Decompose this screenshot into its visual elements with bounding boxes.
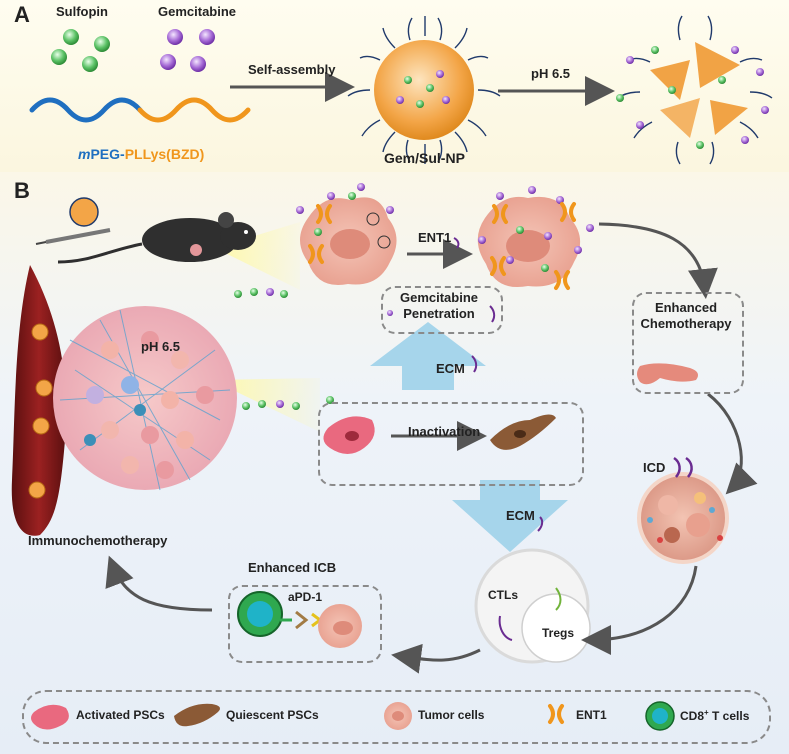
enh-chemo-line1: Enhanced <box>654 300 718 315</box>
enhanced-chemotherapy-box <box>632 292 744 394</box>
gemcitabine-label: Gemcitabine <box>158 4 237 19</box>
tregs-label: Tregs <box>542 626 575 640</box>
apd1-antibody <box>295 610 309 630</box>
self-assembly-label: Self-assembly <box>248 62 336 77</box>
blood-vessel <box>11 265 67 536</box>
ph-label-a: pH 6.5 <box>531 66 571 81</box>
gemcitabine-penetration-box <box>381 286 503 334</box>
legend-tumor-cells-label: Tumor cells <box>418 708 485 722</box>
cd8-text: CD8 <box>680 709 705 723</box>
ecm-up-arrow <box>370 322 486 390</box>
polymer-label: mPEG-PLLys(BZD) <box>78 146 204 162</box>
tumor-cell-before <box>296 183 397 286</box>
legend-cd8-label: CD8+ T cells <box>680 708 749 723</box>
immunochemotherapy-label: Immunochemotherapy <box>28 533 168 548</box>
sulfopin-label: Sulfopin <box>56 4 108 19</box>
legend-box <box>22 690 771 744</box>
light-beam-top <box>215 222 300 290</box>
ctls-label: CTLs <box>488 588 518 602</box>
psc-inactivation-box <box>318 402 584 486</box>
enhanced-icb-box <box>228 585 382 663</box>
syringe <box>35 228 111 245</box>
legend-ent1-icon <box>548 704 564 724</box>
ecm-label-bottom: ECM <box>506 508 535 523</box>
legend-activated-pscs-label: Activated PSCs <box>76 708 165 722</box>
icd-details <box>647 492 723 543</box>
gem-sul-nanoparticle <box>347 16 501 164</box>
mouse <box>57 212 256 264</box>
injected-nanoparticle <box>69 197 99 227</box>
gem-pen-line1: Gemcitabine <box>399 290 479 305</box>
vessel-nanoparticles <box>28 323 53 499</box>
polymer-m: m <box>78 146 91 162</box>
legend-quiescent-pscs-label: Quiescent PSCs <box>226 708 319 722</box>
sulfopin-molecules <box>51 29 110 72</box>
legend-quiescent-psc-icon <box>174 703 220 727</box>
icd-label: ICD <box>643 460 666 475</box>
legend-ent1-label: ENT1 <box>576 708 607 722</box>
panel-a-letter: A <box>14 2 30 27</box>
inactivation-label: Inactivation <box>408 424 481 439</box>
cd8-post: T cells <box>708 709 750 723</box>
enh-chemo-line2: Chemotherapy <box>640 316 732 331</box>
disassembled-nanoparticle <box>616 15 773 165</box>
pancreas-icon <box>637 363 698 385</box>
cd8-sup: + <box>704 708 709 717</box>
polymer-peg: PEG- <box>90 146 125 162</box>
sulfopin-dots-psc <box>234 288 334 410</box>
legend-icons <box>31 701 675 731</box>
polymer-pllys: PLLys(BZD) <box>124 146 205 162</box>
ecm-down-arrow <box>452 480 568 552</box>
gem-pen-line2: Penetration <box>403 306 475 321</box>
light-beam-middle <box>212 378 320 432</box>
np-label: Gem/Sul-NP <box>384 150 465 166</box>
ent1-transporters <box>308 202 576 290</box>
polymer-chain <box>29 97 251 123</box>
ent1-label: ENT1 <box>418 230 452 245</box>
ph-label-b: pH 6.5 <box>141 339 181 354</box>
apd1-label: aPD-1 <box>288 590 323 604</box>
ecm-label-top: ECM <box>436 361 465 376</box>
tissue-cells <box>84 331 214 479</box>
panel-b-letter: B <box>14 178 30 203</box>
process-arrows <box>105 222 758 674</box>
enhanced-icb-label: Enhanced ICB <box>248 560 337 575</box>
gemcitabine-molecules <box>160 29 215 72</box>
